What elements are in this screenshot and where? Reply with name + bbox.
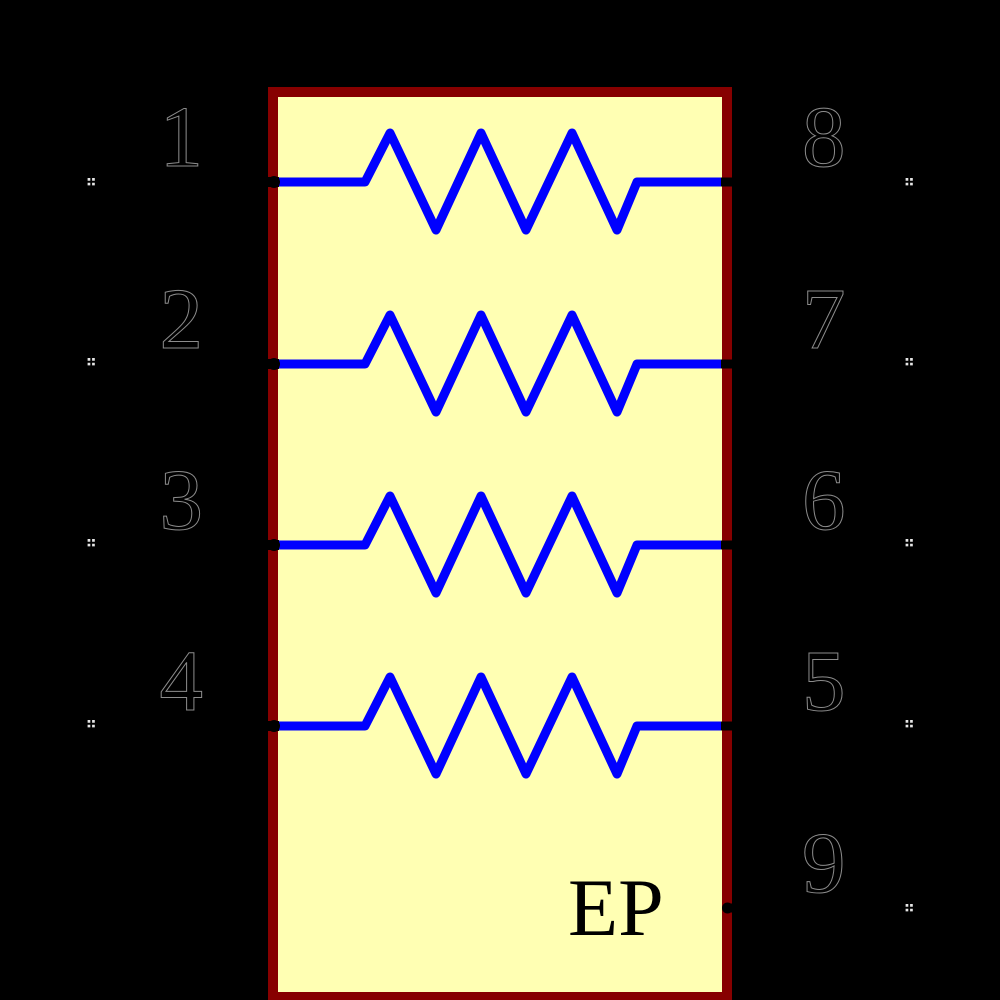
pin-8-number: 8 [802, 88, 846, 185]
pin-junction [268, 358, 280, 370]
pin-numbers: 1 2 3 4 8 7 6 5 9 [159, 88, 846, 912]
resistor-4-zigzag [278, 672, 722, 779]
pin-7-wire[interactable] [721, 359, 750, 369]
pin-wire-segment [250, 721, 279, 731]
pin-junction [268, 539, 280, 551]
pin-6-number: 6 [802, 451, 846, 548]
pin-8-marker [905, 178, 913, 186]
pin-wire-segment [721, 177, 750, 187]
resistor-array [278, 128, 722, 779]
pin-9-number: 9 [802, 814, 846, 911]
resistor-2-zigzag [278, 310, 722, 417]
pin-2-number: 2 [160, 270, 204, 367]
pin-7-number: 7 [802, 270, 846, 367]
pin-wire-segment [250, 540, 279, 550]
pin-3-number: 3 [160, 451, 204, 548]
pin-8-wire[interactable] [721, 177, 750, 187]
pin-4-wire[interactable] [250, 720, 280, 732]
resistor-3-zigzag [278, 491, 722, 598]
pin-2-marker [87, 358, 95, 366]
exposed-pad-label: EP [568, 862, 664, 953]
pin-1-wire[interactable] [250, 176, 280, 188]
pin-grid-markers [87, 178, 913, 912]
pin-3-marker [87, 539, 95, 547]
pin-wires [250, 176, 750, 914]
pin-2-wire[interactable] [250, 358, 280, 370]
pin-7-marker [905, 358, 913, 366]
resistor-1-zigzag [278, 128, 722, 235]
pin-6-marker [905, 539, 913, 547]
pin-junction [268, 176, 280, 188]
pin-6-wire[interactable] [721, 540, 750, 550]
pin-wire-segment [250, 359, 279, 369]
pin-wire-segment [721, 359, 750, 369]
pin-1-number: 1 [160, 88, 204, 185]
pin-9-wire[interactable] [722, 902, 750, 914]
pin-wire-segment [721, 540, 750, 550]
pin-5-number: 5 [802, 632, 846, 729]
pin-5-wire[interactable] [721, 721, 750, 731]
pin-junction [268, 720, 280, 732]
pin-4-number: 4 [160, 632, 204, 729]
pin-wire-segment [721, 721, 750, 731]
pin-5-marker [905, 720, 913, 728]
pin-3-wire[interactable] [250, 539, 280, 551]
pin-wire-segment [730, 903, 750, 913]
pin-9-marker [905, 904, 913, 912]
pin-wire-segment [250, 177, 279, 187]
pin-4-marker [87, 720, 95, 728]
pin-1-marker [87, 178, 95, 186]
